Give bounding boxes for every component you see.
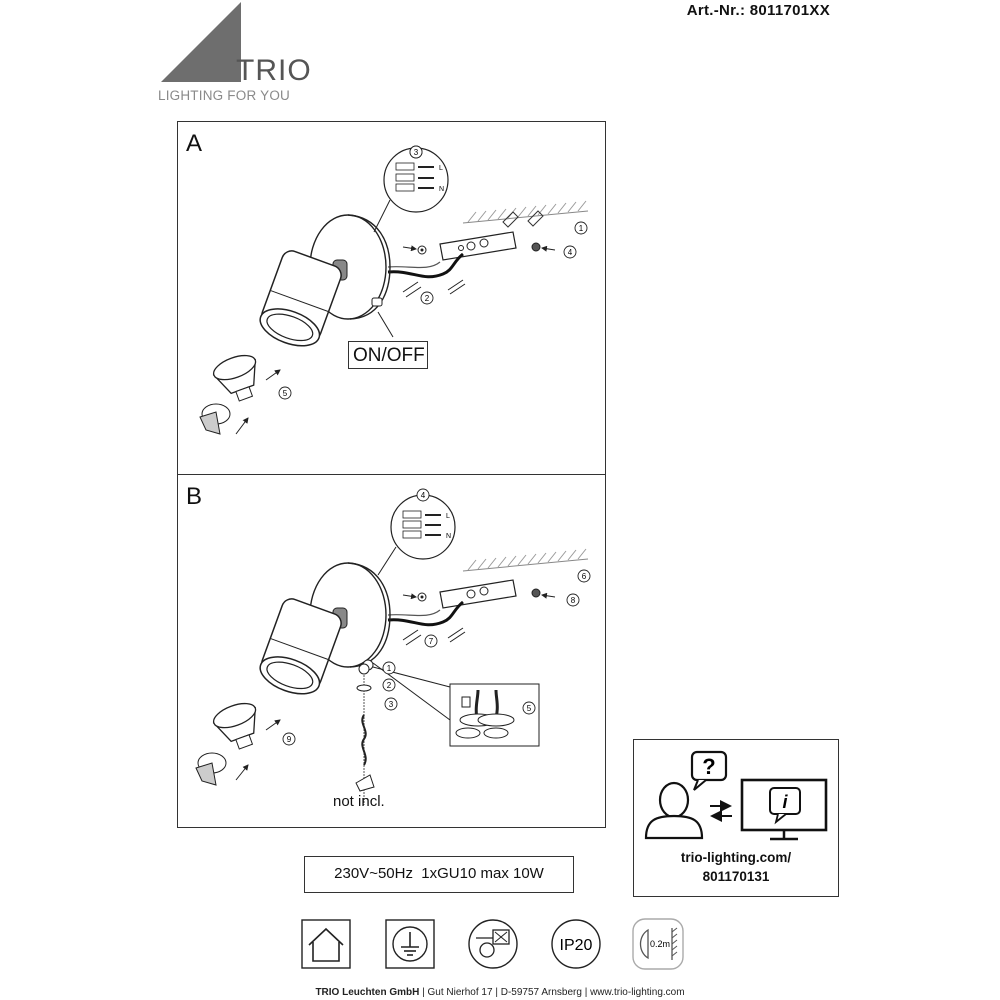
panel-a-letter: A (186, 130, 203, 157)
step-4-label: 4 (421, 491, 426, 500)
footer: TRIO Leuchten GmbH | Gut Nierhof 17 | D-… (315, 987, 685, 998)
step-5-label: 5 (283, 389, 288, 398)
min-distance-icon: 0.2m (632, 918, 684, 970)
info-url-line2[interactable]: 801170131 (702, 869, 770, 884)
step-6-label: 6 (582, 572, 587, 581)
step-4-label: 4 (568, 248, 573, 257)
panel-b: B (177, 474, 606, 828)
wire-l-label: L (439, 165, 443, 172)
no-dimmer-icon (468, 919, 518, 969)
step-2-label: 2 (425, 294, 430, 303)
info-box: ? i trio-lighting.com/ 801170131 (633, 739, 839, 897)
support-info-icon: ? i (644, 750, 828, 841)
panel-a: A (177, 121, 606, 475)
footer-city: D-59757 Arnsberg (500, 987, 582, 998)
step-3-label: 3 (389, 700, 394, 709)
step-2-label: 2 (387, 681, 392, 690)
info-url-line1[interactable]: trio-lighting.com/ (680, 850, 792, 865)
svg-text:i: i (782, 792, 788, 812)
wire-n-label: N (446, 533, 451, 540)
trio-logo-icon (161, 2, 241, 82)
panel-b-letter: B (186, 483, 203, 510)
step-8-label: 8 (571, 596, 576, 605)
protection-class-icon (385, 919, 435, 969)
ip-rating-icon: IP20 (551, 919, 601, 969)
panel-b-illustration: L N (195, 488, 591, 805)
panel-a-illustration: L N 1 2 3 4 5 (199, 145, 589, 435)
step-9-label: 9 (287, 735, 292, 744)
spec-label: 230V~50Hz 1xGU10 max 10W (304, 856, 574, 893)
svg-text:?: ? (702, 754, 715, 779)
step-7-label: 7 (429, 637, 434, 646)
on-off-label: ON/OFF (348, 341, 428, 369)
indoor-use-icon (301, 919, 351, 969)
footer-web-link[interactable]: www.trio-lighting.com (590, 987, 685, 998)
not-included-note: not incl. (333, 793, 385, 810)
step-3-label: 3 (414, 148, 419, 157)
article-number: Art.-Nr.: 8011701XX (686, 2, 830, 19)
footer-company: TRIO Leuchten GmbH (315, 987, 420, 998)
step-1-label: 1 (387, 664, 392, 673)
ip-rating-label: IP20 (560, 937, 593, 954)
step-1-label: 1 (579, 224, 584, 233)
footer-address: Gut Nierhof 17 (427, 987, 493, 998)
wire-n-label: N (439, 186, 444, 193)
logo-brand: TRIO (236, 54, 312, 87)
wire-l-label: L (446, 513, 450, 520)
min-distance-label: 0.2m (650, 939, 670, 949)
logo-tagline: LIGHTING FOR YOU (158, 88, 290, 103)
step-5-label: 5 (527, 704, 532, 713)
